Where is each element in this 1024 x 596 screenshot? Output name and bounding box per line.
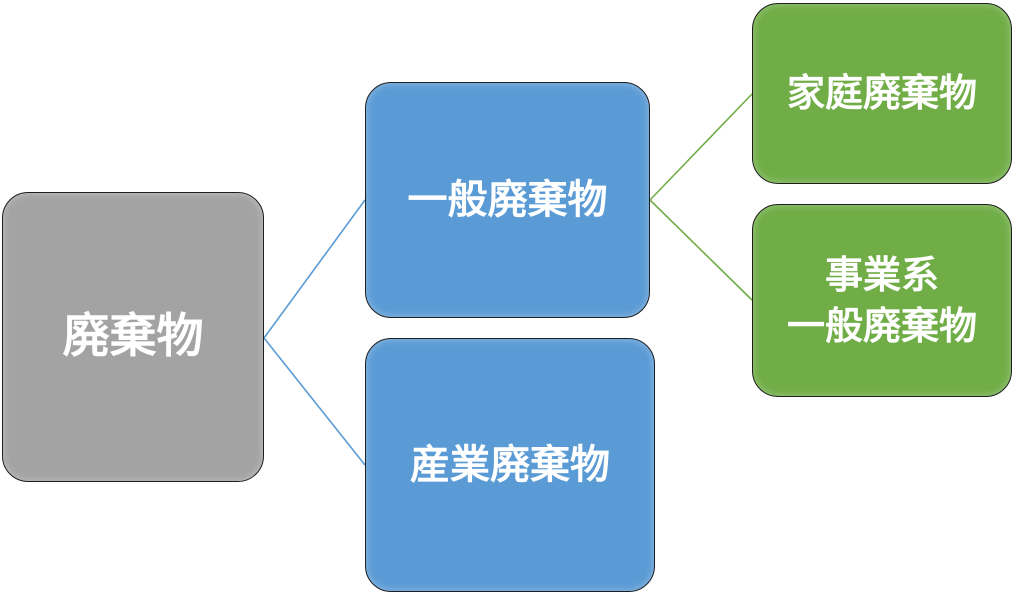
node-household-waste: 家庭廃棄物 — [752, 3, 1012, 184]
connector-general-to-business — [649, 199, 753, 301]
connector-root-to-general — [263, 199, 366, 339]
node-household-waste-label: 家庭廃棄物 — [786, 71, 977, 116]
node-general-waste: 一般廃棄物 — [365, 82, 650, 318]
node-general-waste-label: 一般廃棄物 — [407, 176, 608, 223]
node-waste-label: 廃棄物 — [62, 308, 204, 364]
connector-general-to-household — [649, 93, 753, 201]
node-waste: 廃棄物 — [2, 192, 264, 482]
node-industrial-waste-label: 産業廃棄物 — [410, 441, 610, 488]
node-industrial-waste: 産業廃棄物 — [365, 338, 655, 592]
node-business-general-waste-label: 事業系 一般廃棄物 — [786, 253, 977, 348]
connector-root-to-industrial — [263, 337, 366, 466]
node-business-general-waste: 事業系 一般廃棄物 — [752, 204, 1012, 397]
